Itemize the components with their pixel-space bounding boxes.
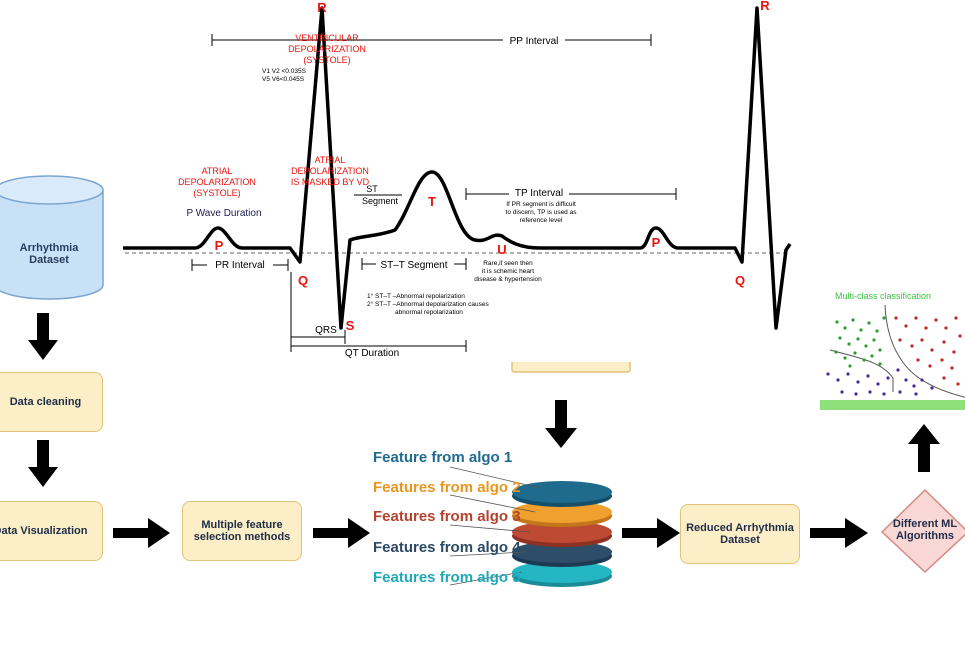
pp-interval-label: PP Interval	[510, 36, 559, 47]
reduced-dataset-label: Reduced Arrhythmia Dataset	[686, 522, 794, 546]
hidden-box-edge	[511, 362, 631, 373]
reduced-dataset-box: Reduced Arrhythmia Dataset	[680, 504, 800, 564]
peak-r1: R	[317, 0, 327, 15]
feature-selection-box: Multiple feature selection methods	[182, 501, 302, 561]
ventricular-line2: DEPOLARIZATION	[288, 44, 366, 54]
arrow-cleaning-to-visualization	[28, 440, 58, 487]
tp-note-line1: If PR segment is difficult	[506, 201, 576, 208]
st-t-note-line2: 2° ST–T –Abnormal depolarization causes	[367, 300, 489, 308]
data-cleaning-label: Data cleaning	[9, 396, 82, 408]
tp-label-bg	[509, 186, 569, 199]
peak-s: S	[346, 318, 355, 333]
st-segment-line2: Segment	[362, 196, 399, 206]
arrow-reduced-to-ml	[810, 518, 868, 548]
peak-r2: R	[760, 0, 770, 13]
arrow-selection-to-features	[313, 518, 370, 548]
masked-line3: IS MASKED BY VD	[291, 177, 370, 187]
green-points	[834, 316, 886, 368]
atrial-line3: (SYSTOLE)	[193, 188, 240, 198]
tp-interval-label: TP Interval	[515, 188, 563, 199]
peak-t: T	[428, 194, 436, 209]
masked-line2: DEPOLARIZATION	[291, 166, 369, 176]
arrow-to-feature-stack	[545, 400, 577, 448]
dataset-label: Arrhythmia Dataset	[19, 242, 79, 266]
arrow-visualization-to-selection	[113, 518, 170, 548]
red-points	[894, 316, 962, 386]
atrial-line1: ATRIAL	[202, 166, 233, 176]
masked-line1: ATRIAL	[315, 155, 346, 165]
ecg-waveform	[123, 6, 792, 330]
peak-u: U	[497, 242, 506, 257]
data-cleaning-box: Data cleaning	[0, 372, 103, 432]
p-wave-duration: P Wave Duration	[186, 208, 261, 219]
arrows	[28, 313, 940, 548]
ventricular-line3: (SYSTOLE)	[303, 55, 350, 65]
pr-interval-label: PR Interval	[215, 260, 264, 271]
feature-label-4: Features from algo 4	[373, 539, 521, 556]
pr-label-bg	[207, 259, 273, 271]
peak-p1: P	[215, 238, 224, 253]
ml-diamond	[880, 488, 965, 574]
feature-label-3: Features from algo 3	[373, 508, 521, 525]
feature-disk-stack	[512, 481, 612, 587]
tp-note-line3: reference level	[520, 217, 563, 224]
dataset-cylinder	[0, 175, 104, 300]
data-visualization-label: Data Visualization	[0, 525, 88, 537]
data-visualization-box: Data Visualization	[0, 501, 103, 561]
u-note-line2: it is schemic heart	[482, 268, 534, 275]
v-leads-line1: V1 V2 <0.035S	[262, 68, 307, 75]
multiclass-title: Multi-class classification	[835, 291, 932, 301]
st-t-label-bg	[376, 258, 454, 270]
arrow-dataset-to-cleaning	[28, 313, 58, 360]
feature-selection-label: Multiple feature selection methods	[193, 519, 291, 543]
pp-label-bg	[503, 33, 565, 47]
ventricular-line1: VENTRICULAR	[295, 33, 359, 43]
feature-label-5: Features from algo 5	[373, 569, 521, 586]
tp-note-line2: to discern, TP is used as	[506, 209, 578, 216]
peak-q2: Q	[735, 273, 745, 288]
st-segment-line1: ST	[366, 184, 378, 194]
peak-q1: Q	[298, 273, 308, 288]
arrow-stack-to-reduced	[622, 518, 680, 548]
feature-label-2: Features from algo 2	[373, 479, 521, 496]
qt-duration-label: QT Duration	[345, 348, 399, 359]
u-note-line3: disease & hypertension	[474, 276, 542, 283]
classification-plot	[820, 304, 965, 410]
arrow-ml-to-classification	[908, 424, 940, 472]
atrial-line2: DEPOLARIZATION	[178, 177, 256, 187]
qrs-label: QRS	[315, 325, 337, 336]
purple-points	[826, 368, 934, 396]
feature-label-1: Feature from algo 1	[373, 449, 513, 466]
peak-p2: P	[652, 235, 661, 250]
st-t-note-line1: 1° ST–T –Abnormal repolarization	[367, 292, 465, 300]
v-leads-line2: V5 V6<0.045S	[262, 76, 305, 83]
ml-algorithms-label: Different ML Algorithms	[892, 518, 958, 542]
u-note-line1: Rare,if seen then	[483, 260, 533, 267]
st-t-note-line3: abnormal repolarization	[395, 309, 463, 316]
feature-connectors	[449, 466, 541, 586]
st-t-segment-label: ST–T Segment	[380, 260, 447, 271]
